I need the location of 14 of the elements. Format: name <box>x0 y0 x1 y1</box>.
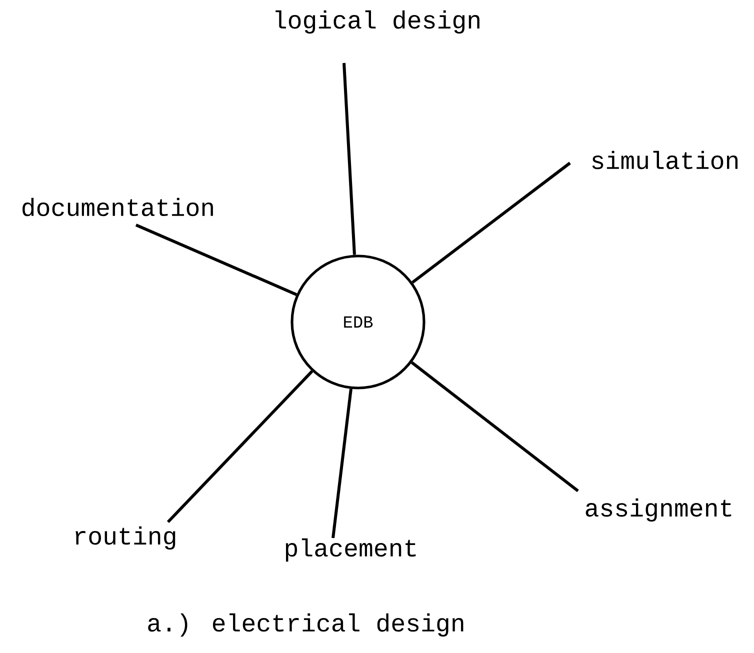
circle-node: EDB <box>290 254 426 390</box>
node-label: documentation <box>22 198 213 216</box>
node-label: simulation <box>592 150 738 170</box>
node-label: assignment <box>586 498 732 522</box>
connector-line <box>410 361 579 492</box>
node-label: placement <box>286 538 416 562</box>
connector-line <box>342 62 356 255</box>
node-label: routing <box>76 526 176 550</box>
caption: a.) electrical design <box>148 613 464 637</box>
connector-line <box>135 224 298 296</box>
connector-line <box>412 162 571 284</box>
connector-line <box>332 388 352 538</box>
connector-line <box>166 370 314 524</box>
node-label: logical design <box>276 10 480 34</box>
